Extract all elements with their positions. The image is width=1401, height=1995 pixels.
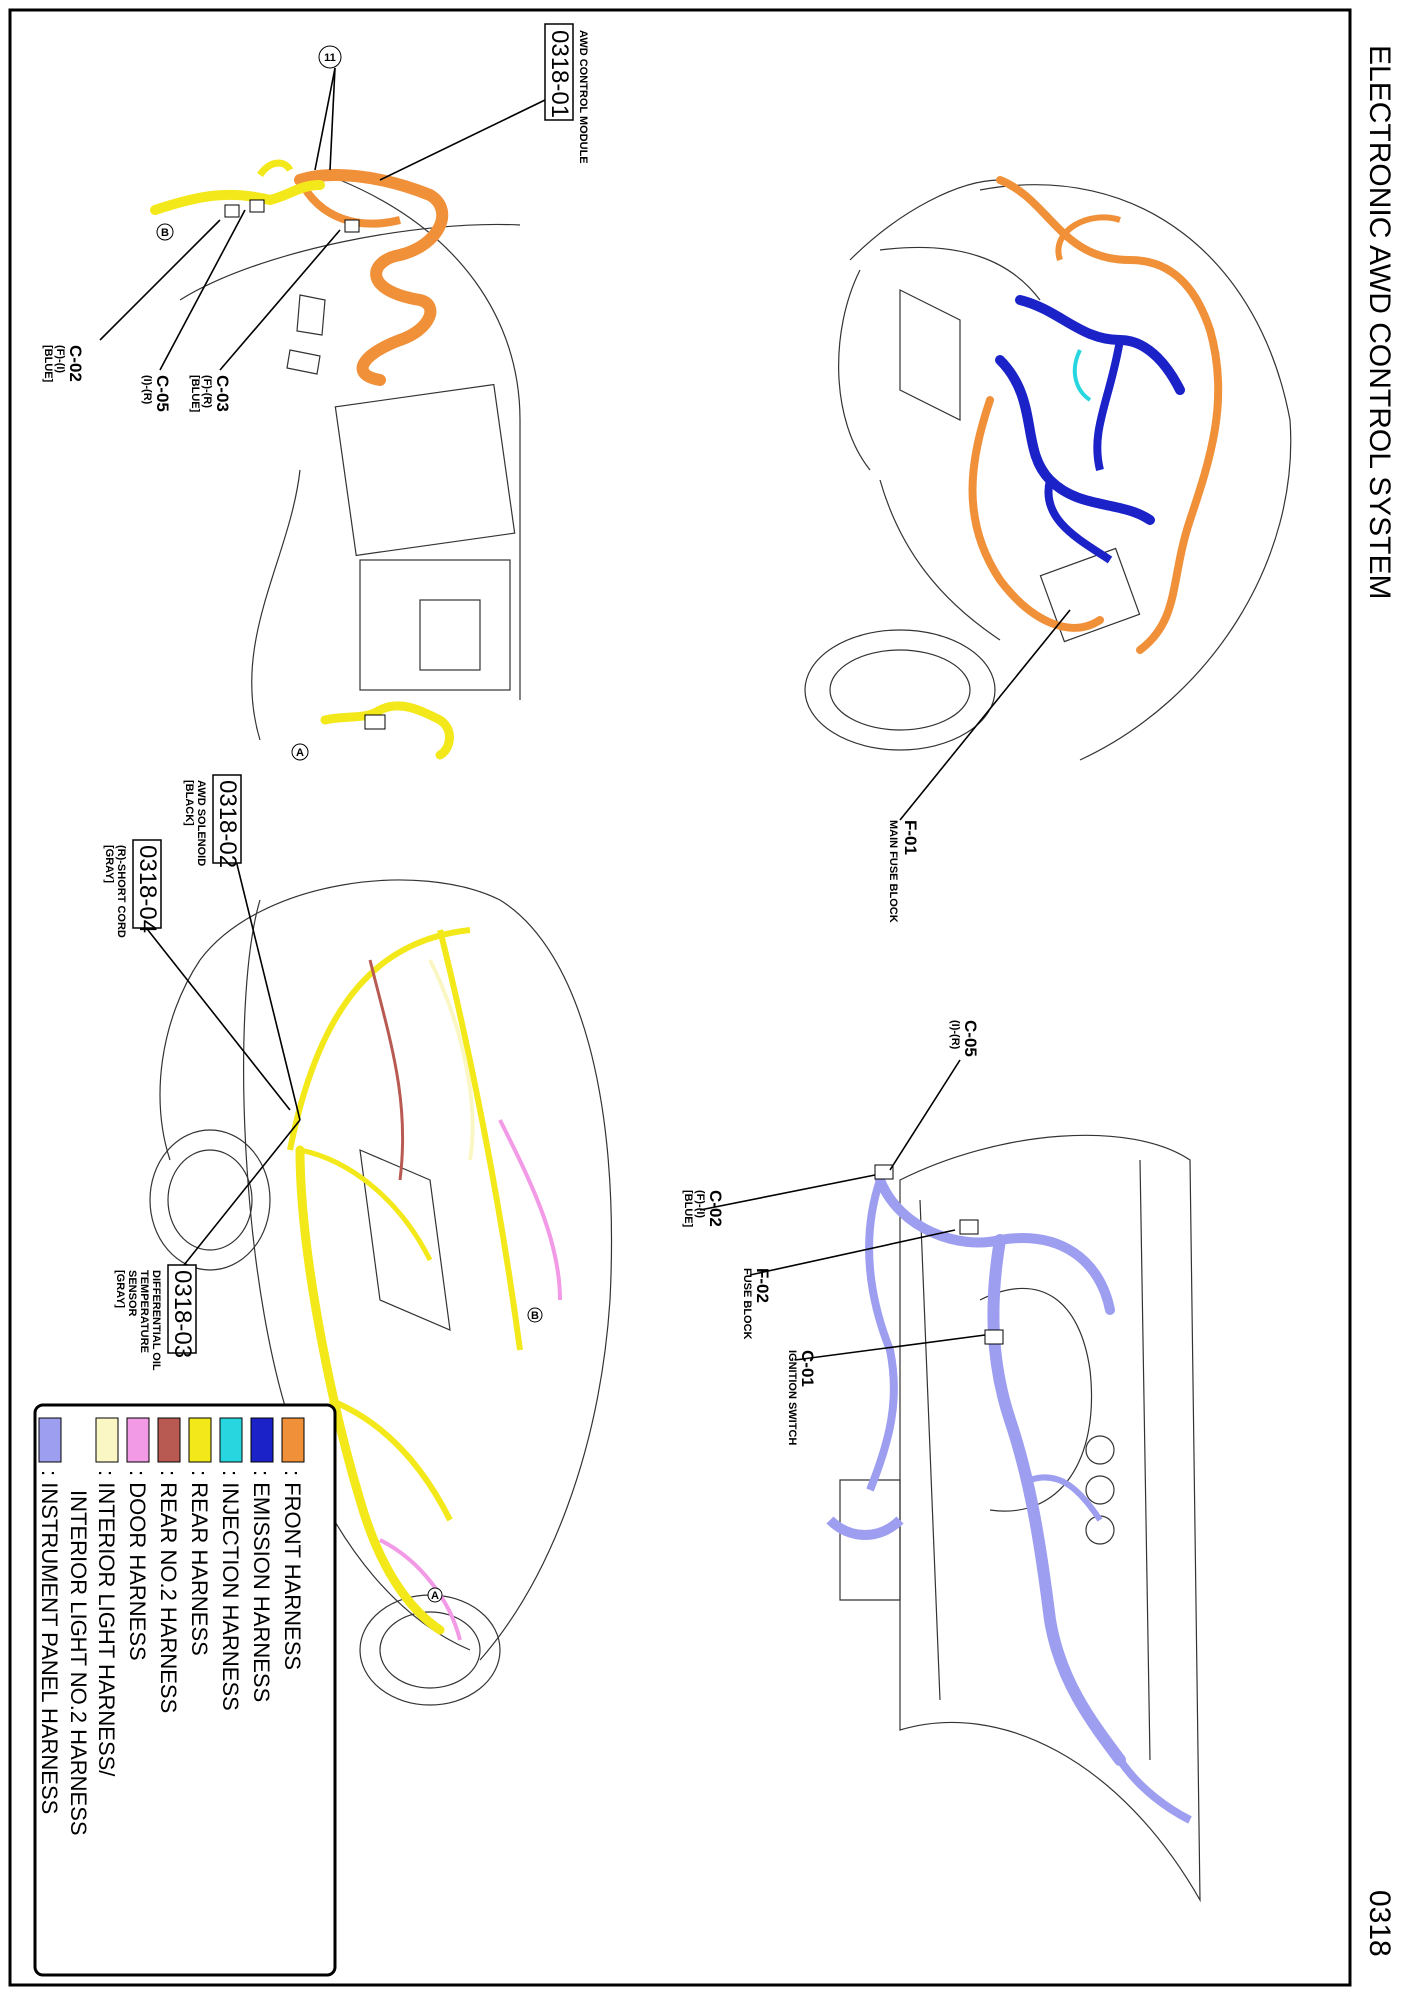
callout-short-cord: 0318-04 (R)-SHORT CORD [GRAY]	[103, 839, 162, 938]
svg-text:TEMPERATURE: TEMPERATURE	[138, 1270, 150, 1353]
svg-text:[GRAY]: [GRAY]	[114, 1270, 126, 1308]
svg-text:C-02: C-02	[706, 1190, 725, 1227]
svg-text:0318-04: 0318-04	[134, 845, 161, 933]
svg-text:0318-02: 0318-02	[214, 780, 241, 868]
marker-a-rear-icon	[427, 1587, 443, 1603]
svg-text:C-02: C-02	[66, 345, 85, 382]
marker-b-top: B	[161, 227, 169, 239]
svg-text:(F)-(I): (F)-(I)	[54, 345, 66, 373]
svg-text:(F)-(R): (F)-(R)	[201, 375, 213, 408]
legend-swatch-5	[126, 1417, 150, 1463]
legend-label-7: : INSTRUMENT PANEL HARNESS	[37, 1470, 62, 1814]
svg-text:(I)-(R): (I)-(R)	[949, 1020, 961, 1050]
engine-bay-drawing	[804, 176, 1292, 821]
marker-a-top-icon	[291, 743, 309, 761]
svg-text:C-05: C-05	[961, 1020, 980, 1057]
marker-a-top: A	[296, 747, 304, 759]
callout-diff-oil-sensor: 0318-03 DIFFERENTIAL OIL TEMPERATURE SEN…	[114, 1264, 197, 1371]
legend-swatch-7	[38, 1417, 62, 1463]
legend-label-6: : INTERIOR LIGHT HARNESS/	[94, 1470, 119, 1777]
svg-text:F-02: F-02	[753, 1268, 772, 1303]
svg-text:SENSOR: SENSOR	[126, 1270, 138, 1317]
legend-label-2: : INJECTION HARNESS	[218, 1470, 243, 1711]
callout-f02: F-02 FUSE BLOCK	[741, 1268, 772, 1340]
svg-text:MAIN FUSE BLOCK: MAIN FUSE BLOCK	[887, 820, 899, 923]
legend-label-0: : FRONT HARNESS	[280, 1470, 305, 1670]
legend-box	[33, 1403, 337, 1977]
marker-b-rear: B	[531, 1310, 539, 1322]
svg-text:[BLUE]: [BLUE]	[42, 345, 54, 383]
awd-module-drawing: B A 11	[99, 45, 546, 761]
svg-text:C-03: C-03	[213, 375, 232, 412]
rear-body-drawing: A B	[139, 774, 613, 1706]
svg-text:DIFFERENTIAL OIL: DIFFERENTIAL OIL	[150, 1270, 162, 1371]
svg-text:(R)-SHORT CORD: (R)-SHORT CORD	[115, 845, 127, 938]
legend-swatch-2	[219, 1417, 243, 1463]
svg-text:[BLUE]: [BLUE]	[189, 375, 201, 413]
marker-a-rear: A	[431, 1590, 439, 1602]
instrument-panel-drawing	[699, 1059, 1201, 1903]
svg-text:C-01: C-01	[798, 1350, 817, 1387]
svg-text:[BLACK]: [BLACK]	[183, 780, 195, 826]
legend-swatch-1	[250, 1417, 274, 1463]
legend-swatch-3	[188, 1417, 212, 1463]
legend: : FRONT HARNESS: EMISSION HARNESS: INJEC…	[33, 1403, 337, 1977]
marker-11-icon	[318, 45, 342, 69]
svg-text:IGNITION SWITCH: IGNITION SWITCH	[786, 1350, 798, 1445]
svg-text:AWD SOLENOID: AWD SOLENOID	[195, 780, 207, 866]
callout-f01: F-01 MAIN FUSE BLOCK	[887, 820, 920, 923]
legend-label-6-line2: INTERIOR LIGHT NO.2 HARNESS	[66, 1490, 91, 1836]
svg-text:(F)-(I): (F)-(I)	[694, 1190, 706, 1218]
svg-text:FUSE BLOCK: FUSE BLOCK	[741, 1268, 753, 1340]
legend-swatch-4	[157, 1417, 181, 1463]
legend-swatch-0	[281, 1417, 305, 1463]
callout-c05-ip: C-05 (I)-(R)	[949, 1020, 980, 1057]
callout-c03-top: C-03 (F)-(R) [BLUE]	[189, 375, 232, 413]
page-border	[8, 8, 1352, 1987]
svg-text:0318-03: 0318-03	[169, 1270, 196, 1358]
marker-b-top-icon	[156, 223, 174, 241]
legend-swatch-6	[95, 1417, 119, 1463]
callout-c01: C-01 IGNITION SWITCH	[786, 1350, 817, 1445]
svg-text:[GRAY]: [GRAY]	[103, 845, 115, 883]
marker-11: 11	[324, 52, 336, 64]
svg-text:(I)-(R): (I)-(R)	[141, 375, 153, 405]
marker-b-rear-icon	[527, 1307, 543, 1323]
callout-c05-top: C-05 (I)-(R)	[141, 375, 172, 412]
callout-c02-ip: C-02 (F)-(I) [BLUE]	[682, 1190, 725, 1228]
legend-label-1: : EMISSION HARNESS	[249, 1470, 274, 1702]
svg-text:[BLUE]: [BLUE]	[682, 1190, 694, 1228]
legend-label-3: : REAR HARNESS	[187, 1470, 212, 1656]
page-code: 0318	[1363, 1890, 1396, 1957]
page-title: ELECTRONIC AWD CONTROL SYSTEM	[1363, 45, 1396, 600]
callout-label: AWD CONTROL MODULE	[577, 30, 589, 164]
svg-text:F-01: F-01	[901, 820, 920, 855]
callout-code: 0318-01	[546, 30, 573, 118]
callout-c02-top: C-02 (F)-(I) [BLUE]	[42, 345, 85, 383]
callout-awd-solenoid: 0318-02 AWD SOLENOID [BLACK]	[183, 774, 242, 868]
legend-label-5: : DOOR HARNESS	[125, 1470, 150, 1661]
legend-label-4: : REAR NO.2 HARNESS	[156, 1470, 181, 1713]
svg-text:C-05: C-05	[153, 375, 172, 412]
callout-awd-control-module: 0318-01 AWD CONTROL MODULE	[544, 23, 589, 164]
